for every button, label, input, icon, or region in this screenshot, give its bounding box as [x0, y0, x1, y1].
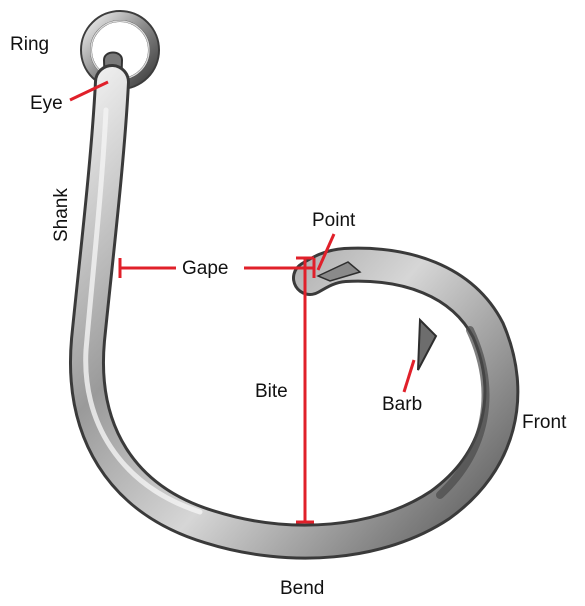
- bite-label: Bite: [255, 382, 288, 401]
- bend-label: Bend: [280, 579, 324, 598]
- gape-label: Gape: [182, 259, 228, 278]
- point-label: Point: [312, 211, 355, 230]
- eye-label: Eye: [30, 94, 63, 113]
- barb-pointer: [404, 360, 414, 392]
- hook-body: [86, 82, 502, 542]
- front-label: Front: [522, 413, 566, 432]
- ring-label: Ring: [10, 35, 49, 54]
- barb-label: Barb: [382, 395, 422, 414]
- shank-label: Shank: [52, 188, 71, 242]
